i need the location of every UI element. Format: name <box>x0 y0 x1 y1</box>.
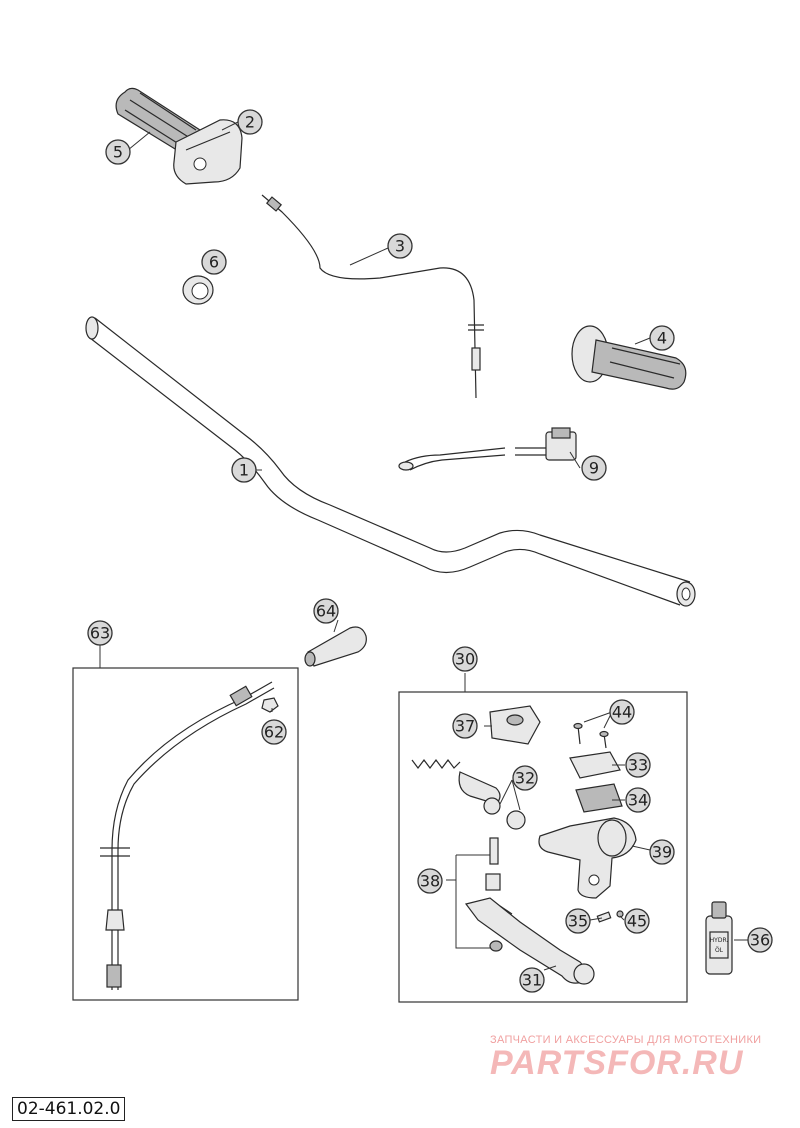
callout-62: 62 <box>261 719 287 745</box>
callout-34-label: 34 <box>628 791 648 810</box>
callout-36: 36 <box>747 927 773 953</box>
callout-44-label: 44 <box>612 703 632 722</box>
callout-45: 45 <box>624 908 650 934</box>
watermark-subtitle: ЗАПЧАСТИ И АКСЕССУАРЫ ДЛЯ МОТОТЕХНИКИ <box>490 1034 762 1046</box>
callout-36-label: 36 <box>750 931 770 950</box>
callout-63: 63 <box>87 620 113 646</box>
callout-33: 33 <box>625 752 651 778</box>
piston-spring <box>411 759 501 805</box>
watermark-brand: PARTSFOR.RU <box>490 1044 744 1082</box>
brake-lever <box>464 897 595 985</box>
ring <box>182 275 214 305</box>
callout-30: 30 <box>452 646 478 672</box>
reservoir-cover <box>569 751 621 779</box>
callout-1-label: 1 <box>239 461 249 480</box>
callout-9-label: 9 <box>589 459 599 478</box>
cable-boot <box>304 626 367 667</box>
callout-31: 31 <box>519 967 545 993</box>
callout-35-label: 35 <box>568 912 588 931</box>
hydraulic-oil-bottle <box>705 901 733 975</box>
callout-31-label: 31 <box>522 971 542 990</box>
lever-pin-set <box>455 837 503 952</box>
diagram-code: 02-461.02.0 <box>12 1097 126 1121</box>
callout-32: 32 <box>512 765 538 791</box>
callout-63-label: 63 <box>90 624 110 643</box>
callout-2: 2 <box>237 109 263 135</box>
adjuster-screw <box>596 910 624 923</box>
callout-2-label: 2 <box>245 113 255 132</box>
callout-62-label: 62 <box>264 723 284 742</box>
callout-5: 5 <box>105 139 131 165</box>
diaphragm <box>575 783 623 813</box>
master-cylinder <box>538 817 637 899</box>
bottle-label-line2: ÖL <box>715 947 724 954</box>
callout-4: 4 <box>649 325 675 351</box>
callout-37-label: 37 <box>455 717 475 736</box>
callout-6-label: 6 <box>209 253 219 272</box>
adjuster-nut <box>261 697 279 713</box>
kit-box-63 <box>72 667 299 1001</box>
callout-64-label: 64 <box>316 602 336 621</box>
callout-3: 3 <box>387 233 413 259</box>
callout-9: 9 <box>581 455 607 481</box>
callout-1: 1 <box>231 457 257 483</box>
callout-45-label: 45 <box>627 912 647 931</box>
bottle-label: HYDR. <box>710 937 729 944</box>
callout-4-label: 4 <box>657 329 667 348</box>
throttle-housing <box>173 119 243 185</box>
callout-35: 35 <box>565 908 591 934</box>
callout-64: 64 <box>313 598 339 624</box>
callout-44: 44 <box>609 699 635 725</box>
callout-38-label: 38 <box>420 872 440 891</box>
callout-32-label: 32 <box>515 769 535 788</box>
kit-box-30 <box>398 691 688 1003</box>
callout-3-label: 3 <box>395 237 405 256</box>
seal-kit <box>483 797 526 830</box>
right-grip <box>571 325 687 390</box>
clutch-cable <box>100 681 275 990</box>
callout-6: 6 <box>201 249 227 275</box>
callout-33-label: 33 <box>628 756 648 775</box>
callout-39-label: 39 <box>652 843 672 862</box>
callout-38: 38 <box>417 868 443 894</box>
reservoir-cap <box>489 705 541 745</box>
kill-switch <box>398 427 577 471</box>
callout-39: 39 <box>649 839 675 865</box>
callout-37: 37 <box>452 713 478 739</box>
cover-screws <box>573 722 609 749</box>
callout-34: 34 <box>625 787 651 813</box>
callout-5-label: 5 <box>113 143 123 162</box>
throttle-cable <box>261 194 484 399</box>
callout-30-label: 30 <box>455 650 475 669</box>
